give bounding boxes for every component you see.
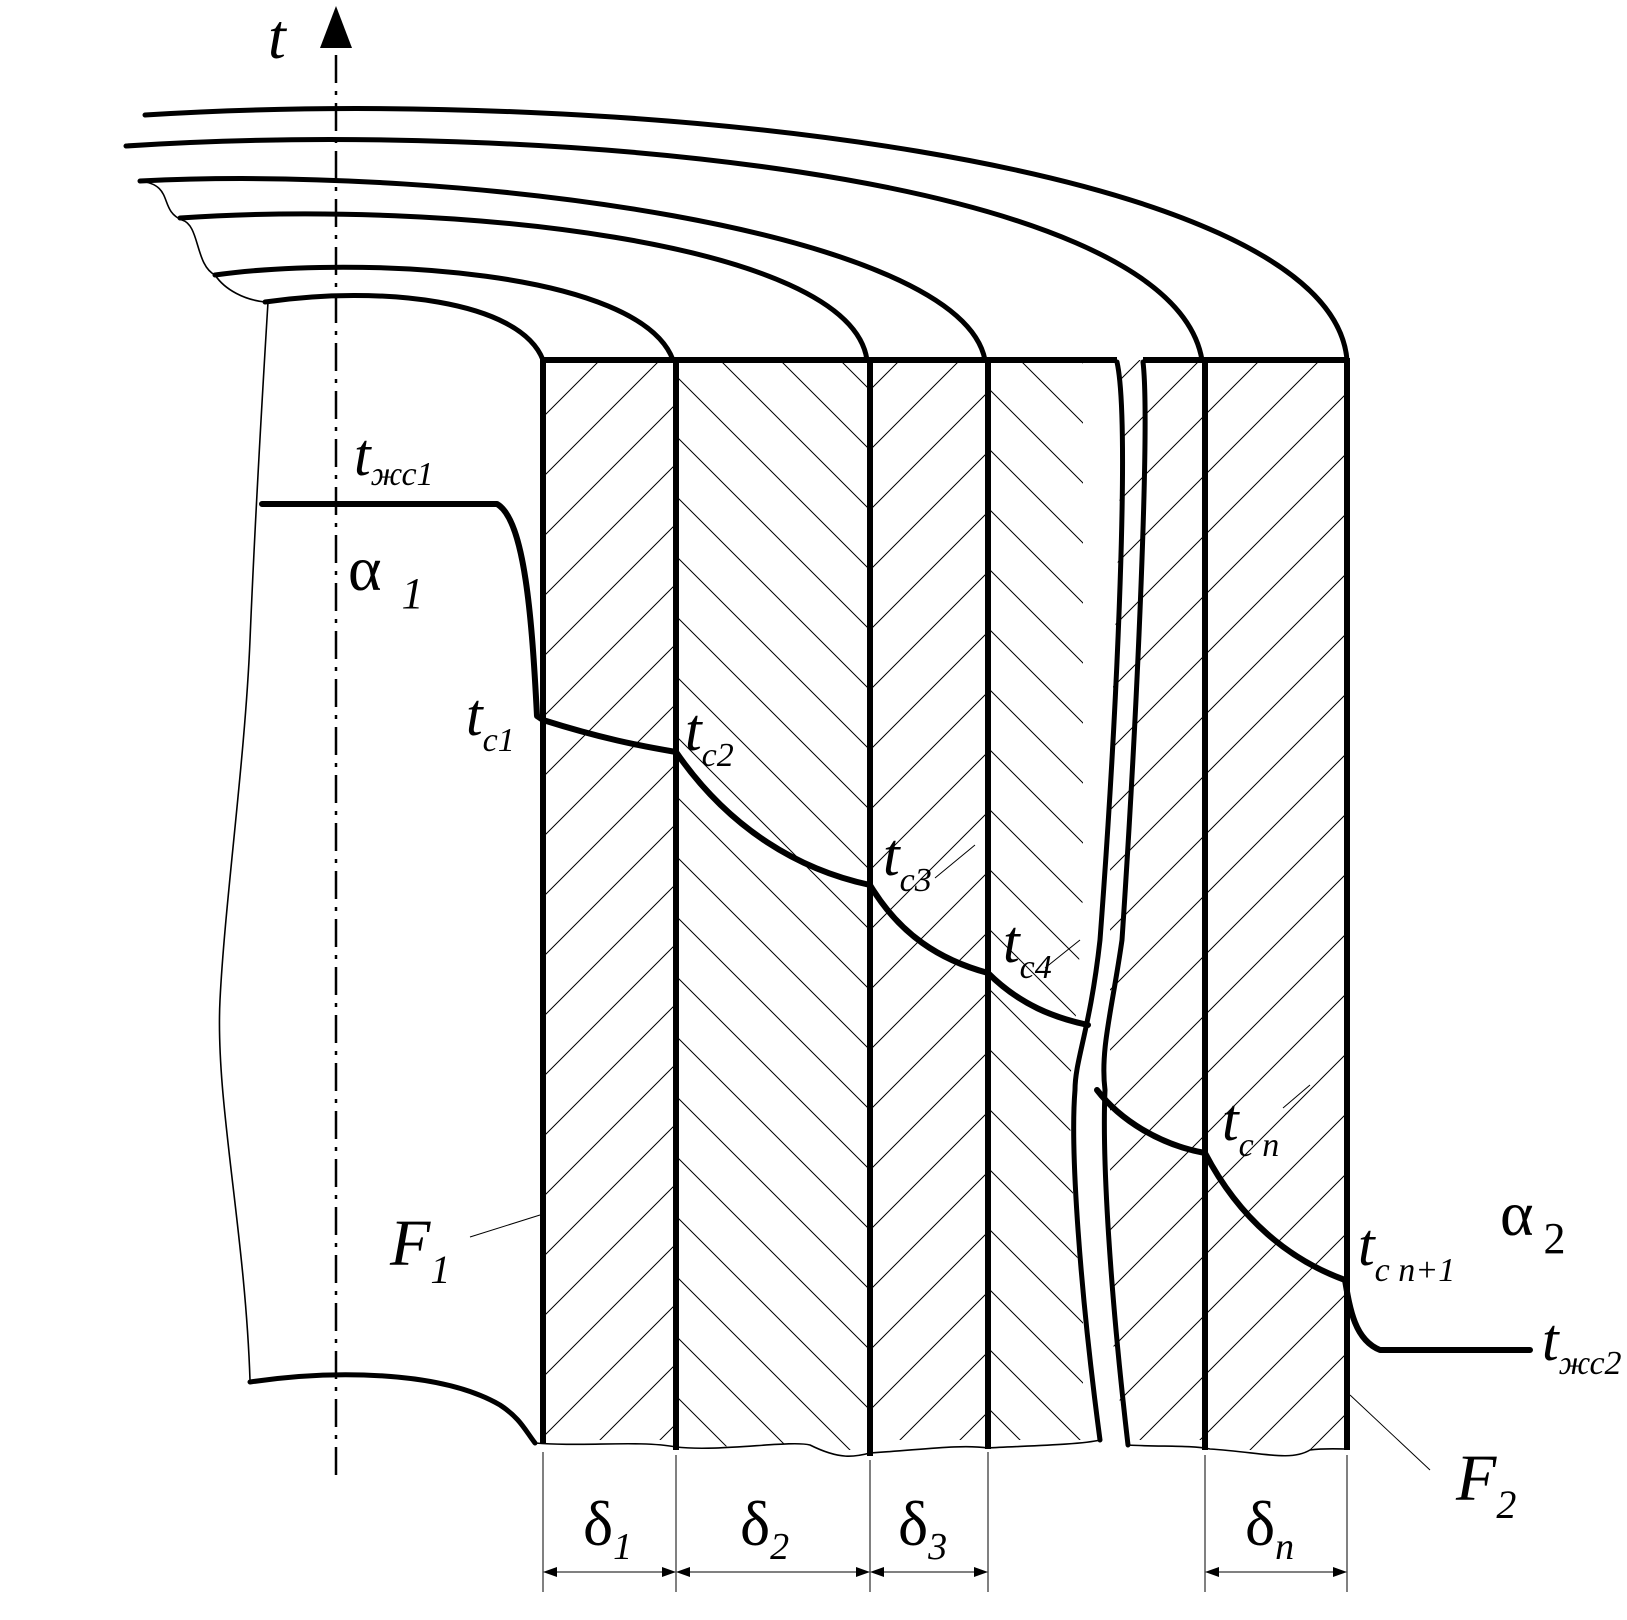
top-arcs xyxy=(123,106,1350,363)
leader-lines xyxy=(469,844,1431,1471)
label-delta1: δ1 xyxy=(583,1488,632,1568)
wall-boundaries xyxy=(540,358,1350,1456)
label-t-fluid2: tжс2 xyxy=(1542,1307,1622,1382)
layer-hatching xyxy=(535,360,1350,1470)
wall-break xyxy=(1071,359,1148,1448)
label-F2: F2 xyxy=(1455,1442,1516,1527)
leader-tc3 xyxy=(934,844,976,879)
label-deltan: δn xyxy=(1245,1488,1294,1568)
break-line-left xyxy=(1071,359,1125,1443)
label-tc3: tc3 xyxy=(883,822,932,899)
fluid-1-region xyxy=(139,180,538,1446)
leader-tc4 xyxy=(1044,939,1081,969)
label-tc2: tc2 xyxy=(685,697,734,774)
label-tcn1: tc n+1 xyxy=(1358,1212,1455,1289)
layer-1-hatch xyxy=(543,360,673,1440)
layer-3-hatch xyxy=(870,360,985,1440)
leader-tcn xyxy=(1282,1084,1311,1109)
wall-bottom xyxy=(534,1439,1348,1458)
label-t-fluid1: tжс1 xyxy=(354,422,434,493)
bottom-edge-left xyxy=(534,1439,1101,1458)
leader-F2 xyxy=(1349,1394,1431,1471)
layer-4-hatch xyxy=(988,360,1083,1440)
arc-6 xyxy=(142,106,1350,363)
temp-profile-segment-2 xyxy=(1094,1087,1533,1353)
t-axis-label: t xyxy=(268,1,288,72)
temp-profile-segment-1 xyxy=(259,501,1091,1028)
arc-5 xyxy=(123,137,1205,363)
label-tcn: tc n xyxy=(1222,1087,1279,1164)
left-break-line xyxy=(218,301,269,1381)
label-F1: F1 xyxy=(389,1207,450,1292)
label-delta3: δ3 xyxy=(898,1488,947,1568)
arc-4 xyxy=(137,176,988,363)
label-delta2: δ2 xyxy=(740,1488,789,1568)
label-tc1: tc1 xyxy=(466,682,515,759)
arc-2 xyxy=(212,264,676,363)
layer-n-hatch xyxy=(1205,360,1347,1450)
temperature-profile xyxy=(259,501,1533,1353)
arc-3 xyxy=(177,211,870,363)
arc-1 xyxy=(262,293,546,363)
leader-F1 xyxy=(469,1214,541,1238)
break-line-right xyxy=(1101,359,1148,1448)
region-bottom-curve xyxy=(247,1372,538,1446)
label-tc4: tc4 xyxy=(1003,909,1052,986)
left-break-curve xyxy=(139,180,266,303)
bottom-edge-right xyxy=(1127,1444,1348,1457)
break-gap-mask xyxy=(1070,360,1125,1445)
t-axis: t xyxy=(268,1,352,1475)
t-axis-arrow xyxy=(320,6,352,48)
dimension-lines xyxy=(542,1452,1348,1592)
layer-2-hatch xyxy=(676,360,867,1450)
